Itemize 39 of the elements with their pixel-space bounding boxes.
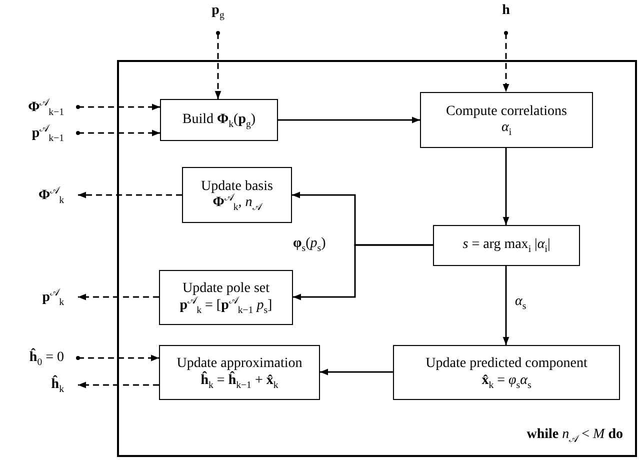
variable-label: h: [502, 3, 510, 19]
variable-label: p$_{g}$: [212, 3, 224, 19]
edge-label: φ$_{s}$(p$_{s}$): [292, 236, 327, 252]
formula: Φ$^{𝒜}$$_{k}$, n$_{𝒜}$: [212, 195, 262, 212]
arrow: [502, 266, 510, 345]
formula: Build Φ$_{k}$(p$_{g}$): [182, 112, 256, 128]
box-title: Update predicted component: [426, 356, 588, 372]
dashed-arrow: [76, 104, 160, 110]
box-title: Compute correlations: [446, 104, 567, 120]
dashed-arrow: [78, 192, 182, 198]
arrow: [320, 368, 393, 376]
dashed-arrow: [76, 130, 160, 136]
formula: x̂$_{k}$ = φ$_{s}$α$_{s}$: [482, 372, 532, 389]
formula: ĥ$_{k}$ = ĥ$_{k−1}$ + x̂$_{k}$: [200, 372, 278, 389]
process-box: [420, 92, 593, 148]
formula: α$_{i}$: [501, 120, 512, 136]
loop-condition: while n$_{𝒜}$ < M do: [526, 427, 623, 443]
dashed-arrow: [214, 31, 222, 99]
dashed-arrow: [76, 354, 159, 362]
variable-label: ĥ$_{k}$: [51, 377, 64, 393]
formula: p$^{𝒜}$$_{k}$ = [p$^{𝒜}$$_{k−1}$ p$_{s}$]: [180, 298, 272, 314]
box-title: Update pole set: [182, 281, 270, 296]
loop-frame: [117, 60, 637, 457]
dashed-arrow: [78, 382, 159, 388]
process-box: [433, 225, 580, 266]
process-box: [182, 167, 292, 223]
arrow: [293, 244, 433, 300]
process-box: [159, 270, 293, 325]
box-title: Update basis: [201, 178, 273, 194]
arrow: [278, 116, 420, 124]
process-box: [159, 345, 320, 400]
dashed-arrow: [78, 294, 159, 300]
dashed-arrow: [502, 31, 510, 92]
arrow: [502, 148, 510, 225]
box-title: Update approximation: [176, 356, 302, 372]
variable-label: ĥ$_{0}$ = 0: [29, 350, 64, 366]
formula: s = arg max$_{i}$ |α$_{i}$|: [462, 237, 550, 254]
process-box: [160, 99, 278, 141]
process-box: [393, 345, 620, 400]
